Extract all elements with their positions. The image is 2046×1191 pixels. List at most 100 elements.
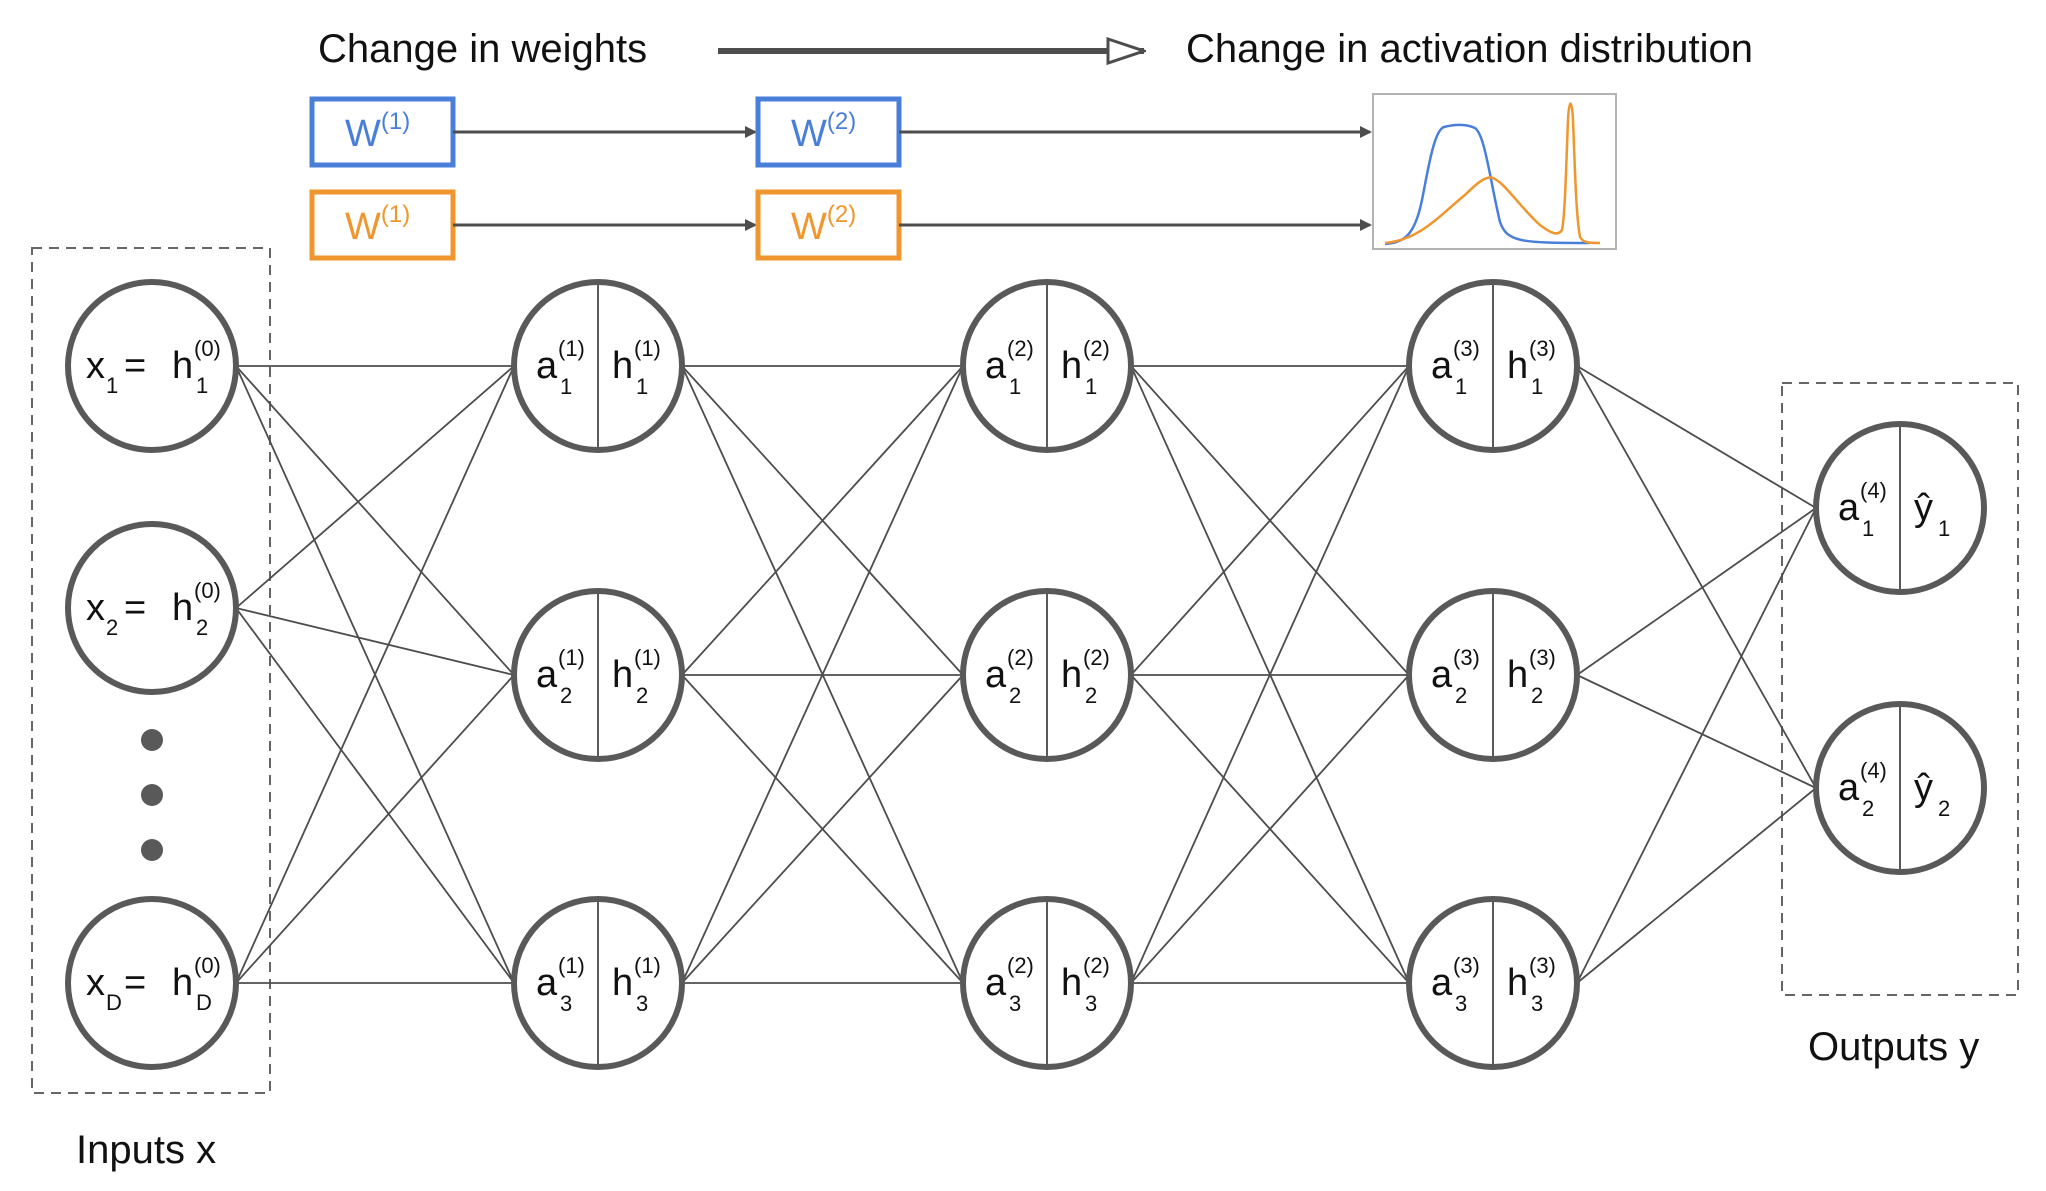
hidden-subscript: 2 — [196, 615, 208, 640]
edge-in-h1-2-1 — [235, 365, 515, 609]
unit-subscript: 1 — [560, 374, 572, 399]
unit-subscript: 1 — [1455, 374, 1467, 399]
edge-h1-h2-3-2 — [681, 674, 964, 984]
layer-superscript: (1) — [634, 336, 661, 361]
unit-subscript: 2 — [636, 683, 648, 708]
input-node-circle — [65, 521, 239, 695]
unit-subscript: 3 — [1531, 991, 1543, 1016]
activation-symbol: h — [612, 654, 633, 696]
pre-activation-symbol: a — [536, 345, 558, 387]
unit-subscript: 2 — [1862, 796, 1874, 821]
edge-h1-h2-2-1 — [681, 365, 964, 676]
pre-activation-symbol: a — [1431, 654, 1453, 696]
orange-distribution-curve — [1384, 102, 1601, 245]
inputs-frame — [31, 247, 271, 1094]
layer-superscript: (2) — [1007, 336, 1034, 361]
edge-h2-h3-3-1 — [1130, 365, 1410, 984]
hidden-subscript: D — [196, 990, 212, 1015]
layer-superscript: (3) — [1453, 953, 1480, 978]
layer-superscript: (3) — [1529, 336, 1556, 361]
unit-subscript: 3 — [1455, 991, 1467, 1016]
unit-subscript: 3 — [1085, 991, 1097, 1016]
layer-superscript: (2) — [1083, 645, 1110, 670]
layer-superscript: (3) — [1529, 953, 1556, 978]
edge-h2-h3-3-2 — [1130, 674, 1410, 984]
layer-superscript: (0) — [194, 953, 221, 978]
pre-activation-symbol: a — [985, 962, 1007, 1004]
edge-h1-h2-3-1 — [681, 365, 964, 984]
unit-subscript: 3 — [636, 991, 648, 1016]
unit-subscript: 1 — [1862, 516, 1874, 541]
unit-subscript: 2 — [1938, 796, 1950, 821]
layer-superscript: (0) — [194, 578, 221, 603]
input-subscript: 2 — [106, 615, 118, 640]
hidden-symbol: h — [172, 962, 193, 1004]
input-node-circle — [65, 896, 239, 1070]
activation-symbol: h — [612, 962, 633, 1004]
weight-label-blue-2: W(2) — [791, 108, 856, 155]
edge-h3-out-1-2 — [1576, 365, 1817, 789]
pre-activation-symbol: a — [536, 962, 558, 1004]
unit-subscript: 2 — [1085, 683, 1097, 708]
weight-row-blue: W(1) W(2) — [309, 96, 1372, 168]
edge-in-h1-3-2 — [235, 674, 515, 984]
outputs-label: Outputs y — [1808, 1025, 1979, 1069]
input-node-circle — [65, 279, 239, 453]
edge-in-h1-1-2 — [235, 365, 515, 676]
layer-superscript: (1) — [558, 953, 585, 978]
weight-row-orange: W(1) W(2) — [309, 189, 1372, 261]
edge-in-h1-2-3 — [235, 607, 515, 984]
connections — [235, 365, 1817, 984]
inputs-label: Inputs x — [76, 1128, 216, 1172]
unit-subscript: 3 — [560, 991, 572, 1016]
input-symbol: x — [86, 587, 105, 629]
pre-activation-symbol: a — [1431, 962, 1453, 1004]
activation-symbol: h — [1507, 654, 1528, 696]
edge-in-h1-2-2 — [235, 607, 515, 676]
ellipsis-dot — [141, 839, 163, 861]
prediction-symbol: ŷ — [1914, 487, 1933, 529]
ellipsis-dot — [141, 729, 163, 751]
header-left-label: Change in weights — [318, 27, 647, 71]
pre-activation-symbol: a — [1431, 345, 1453, 387]
weight-label-orange-2: W(2) — [791, 201, 856, 248]
equals-sign: = — [124, 962, 146, 1004]
weight-label-blue-1: W(1) — [345, 108, 410, 155]
edge-h3-out-1-1 — [1576, 365, 1817, 509]
header-right-label: Change in activation distribution — [1186, 27, 1753, 71]
activation-symbol: h — [1061, 654, 1082, 696]
unit-subscript: 2 — [1009, 683, 1021, 708]
layer-superscript: (3) — [1453, 336, 1480, 361]
input-symbol: x — [86, 962, 105, 1004]
layer-superscript: (3) — [1453, 645, 1480, 670]
activation-distribution-plot — [1372, 93, 1617, 250]
pre-activation-symbol: a — [1838, 767, 1860, 809]
input-subscript: 1 — [106, 373, 118, 398]
layer-superscript: (4) — [1860, 478, 1887, 503]
layer-superscript: (1) — [558, 645, 585, 670]
unit-subscript: 3 — [1009, 991, 1021, 1016]
unit-subscript: 2 — [560, 683, 572, 708]
prediction-symbol: ŷ — [1914, 767, 1933, 809]
input-symbol: x — [86, 345, 105, 387]
layer-superscript: (2) — [1083, 953, 1110, 978]
equals-sign: = — [124, 345, 146, 387]
hidden-symbol: h — [172, 345, 193, 387]
equals-sign: = — [124, 587, 146, 629]
input-subscript: D — [106, 990, 122, 1015]
hidden-symbol: h — [172, 587, 193, 629]
unit-subscript: 2 — [1455, 683, 1467, 708]
